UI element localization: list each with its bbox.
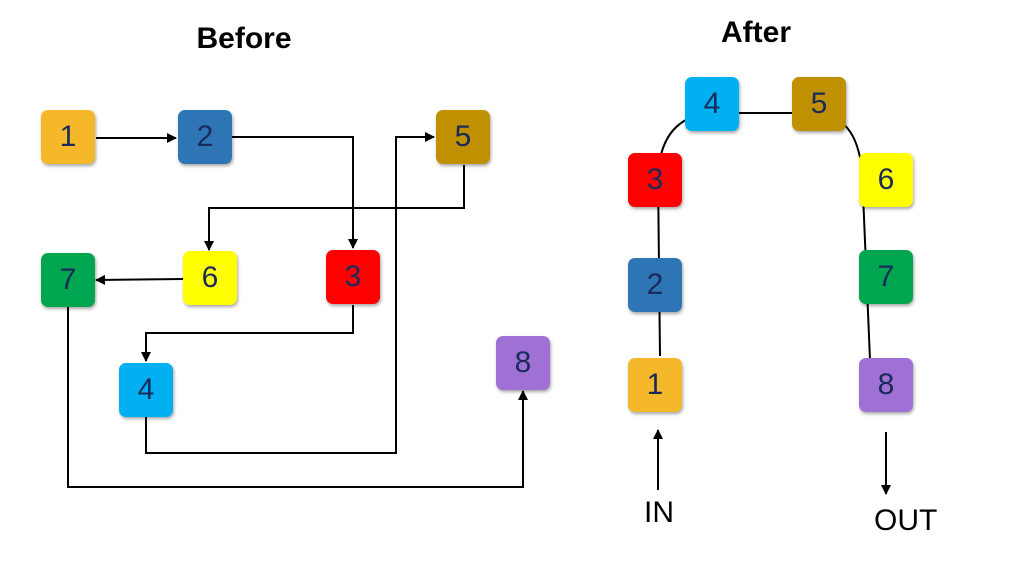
after-node: 5 bbox=[792, 77, 846, 131]
after-node: 3 bbox=[628, 153, 682, 207]
after-node: 4 bbox=[685, 77, 739, 131]
after-node: 8 bbox=[859, 358, 913, 412]
out-label: OUT bbox=[874, 504, 938, 537]
before-node: 1 bbox=[41, 110, 95, 164]
before-node: 4 bbox=[119, 363, 173, 417]
edge-6-to-7 bbox=[95, 274, 184, 285]
after-node: 7 bbox=[859, 250, 913, 304]
after-node: 2 bbox=[628, 258, 682, 312]
after-node: 1 bbox=[628, 358, 682, 412]
before-title: Before bbox=[196, 22, 292, 55]
edge-3-to-4 bbox=[141, 305, 354, 362]
before-node: 6 bbox=[183, 251, 237, 305]
after-node: 6 bbox=[859, 153, 913, 207]
before-node: 2 bbox=[178, 110, 232, 164]
in-label: IN bbox=[644, 496, 674, 529]
before-node: 8 bbox=[496, 336, 550, 390]
after-title: After bbox=[720, 16, 791, 49]
edge-4-to-5 bbox=[145, 132, 435, 454]
before-node: 7 bbox=[41, 253, 95, 307]
before-node: 3 bbox=[326, 250, 380, 304]
edge-5-to-6 bbox=[204, 165, 465, 251]
before-node: 5 bbox=[436, 110, 490, 164]
edge-7-to-8 bbox=[67, 307, 528, 488]
after-path-curve bbox=[656, 111, 871, 361]
edge-2-to-3 bbox=[232, 136, 358, 249]
